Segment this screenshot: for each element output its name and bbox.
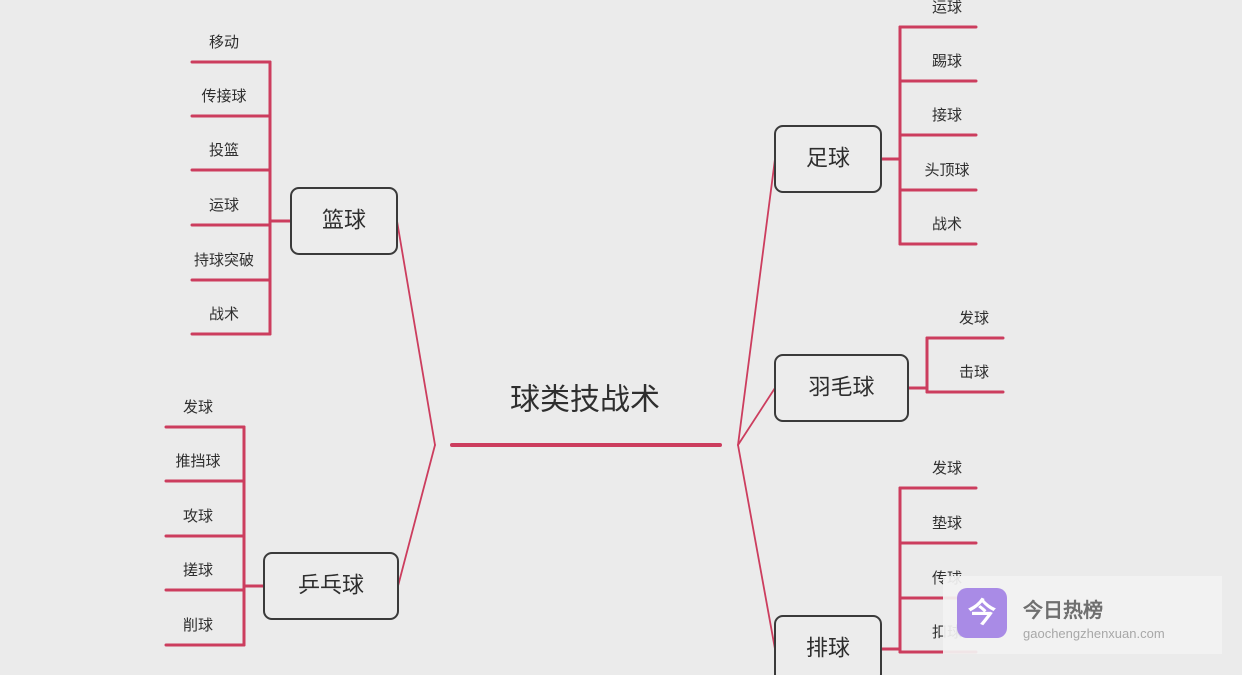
leaf-label-basketball: 移动 bbox=[209, 33, 239, 51]
branch-connector-badminton bbox=[737, 387, 776, 446]
topic-label-basketball: 篮球 bbox=[322, 209, 366, 234]
watermark-logo-icon: 今 bbox=[957, 588, 1007, 638]
topic-label-volleyball: 排球 bbox=[806, 637, 850, 662]
leaf-label-football: 头顶球 bbox=[924, 161, 969, 179]
topic-label-pingpong: 乒乓球 bbox=[298, 574, 364, 599]
topic-box-badminton bbox=[774, 354, 909, 422]
branch-connector-pingpong bbox=[397, 444, 436, 587]
branch-connector-basketball bbox=[396, 220, 436, 446]
branch-connector-football bbox=[737, 158, 776, 446]
watermark-title: 今日热榜 bbox=[1023, 598, 1103, 622]
topic-box-pingpong bbox=[263, 552, 399, 620]
topic-label-badminton: 羽毛球 bbox=[808, 376, 874, 401]
leaf-label-basketball: 战术 bbox=[209, 305, 239, 323]
central-topic-label: 球类技战术 bbox=[510, 383, 660, 418]
leaf-label-pingpong: 发球 bbox=[183, 398, 213, 416]
leaf-label-football: 接球 bbox=[932, 106, 962, 124]
leaf-label-basketball: 运球 bbox=[209, 196, 239, 214]
leaf-label-basketball: 持球突破 bbox=[194, 251, 254, 269]
leaf-label-football: 运球 bbox=[932, 0, 962, 16]
leaf-label-pingpong: 削球 bbox=[183, 616, 213, 634]
leaf-label-volleyball: 发球 bbox=[932, 459, 962, 477]
leaf-label-basketball: 投篮 bbox=[209, 141, 239, 159]
topic-box-volleyball bbox=[774, 615, 882, 675]
topic-box-football bbox=[774, 125, 882, 193]
topic-boxes bbox=[263, 125, 909, 675]
topic-label-football: 足球 bbox=[806, 147, 850, 172]
leaf-label-volleyball: 垫球 bbox=[932, 514, 962, 532]
labels: 球类技战术篮球移动传接球投篮运球持球突破战术乒乓球发球推挡球攻球搓球削球足球运球… bbox=[175, 0, 989, 662]
leaf-label-badminton: 发球 bbox=[959, 309, 989, 327]
watermark-url: gaochengzhenxuan.com bbox=[1023, 626, 1165, 641]
leaf-label-pingpong: 搓球 bbox=[183, 561, 213, 579]
leaf-label-pingpong: 推挡球 bbox=[175, 452, 220, 470]
leaf-label-basketball: 传接球 bbox=[201, 87, 246, 105]
topic-box-basketball bbox=[290, 187, 398, 255]
leaf-label-football: 踢球 bbox=[932, 52, 962, 70]
watermark: 今 今日热榜 gaochengzhenxuan.com bbox=[943, 576, 1222, 654]
leaf-label-pingpong: 攻球 bbox=[183, 507, 213, 525]
leaf-label-badminton: 击球 bbox=[959, 363, 989, 381]
leaf-label-football: 战术 bbox=[932, 215, 962, 233]
branch-connector-volleyball bbox=[737, 444, 776, 650]
